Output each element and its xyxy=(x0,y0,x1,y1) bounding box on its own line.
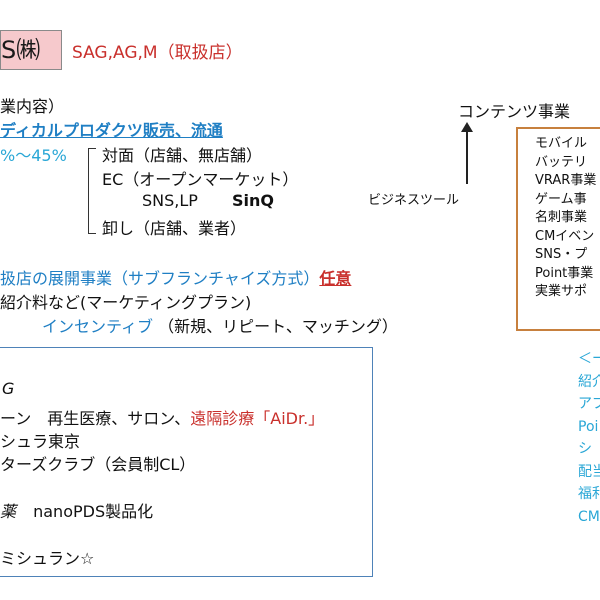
cyan-list: ＜ー 紹介 アプ Poi シ 配当 福利 CM xyxy=(578,348,600,528)
list-item: Poi xyxy=(578,418,599,435)
list-item: シ xyxy=(578,441,592,457)
services-line-4-prefix: 薬 xyxy=(0,502,17,521)
list-item: アプ xyxy=(578,396,600,412)
services-line-3: ターズクラブ（会員制CL） xyxy=(0,455,196,474)
services-line-4: 薬 nanoPDS製品化 xyxy=(0,498,153,522)
roles-text: SAG,AG,M（取扱店） xyxy=(72,43,243,63)
up-arrow-icon xyxy=(461,122,473,132)
list-item: CMイベン xyxy=(535,228,595,244)
list-item: CM xyxy=(578,508,600,525)
franchise-referral: 紹介料など(マーケティングプラン) xyxy=(0,293,252,312)
franchise-incentive: インセンティブ （新規、リピート、マッチング） xyxy=(42,313,398,337)
business-heading: 業内容） xyxy=(0,97,65,116)
franchise-title-text: 扱店の展開事業（サブフランチャイズ方式） xyxy=(0,269,320,288)
business-percent: %〜45% xyxy=(0,146,67,165)
arrow-shaft xyxy=(466,130,468,184)
channel-sns-label: SNS,LP xyxy=(142,191,198,210)
list-item: Point事業 xyxy=(535,265,594,281)
content-business-title: コンテンツ事業 xyxy=(458,102,571,121)
services-box xyxy=(0,347,373,577)
list-item: バッテリ xyxy=(535,154,588,170)
incentive-label: インセンティブ xyxy=(42,317,154,336)
franchise-optional: 任意 xyxy=(319,269,352,288)
list-item: モバイル xyxy=(535,136,588,151)
company-name-box: S㈱ xyxy=(0,30,62,70)
list-item: 紹介 xyxy=(578,373,600,390)
list-item: 福利 xyxy=(578,486,600,502)
services-line-1-prefix: ーン 再生医療、サロン、 xyxy=(0,409,191,428)
channel-bracket xyxy=(88,148,96,234)
business-tool-label: ビジネスツール xyxy=(368,193,460,208)
list-item: VRAR事業 xyxy=(535,173,597,188)
incentive-detail: （新規、リピート、マッチング） xyxy=(158,317,398,336)
list-item: 実業サポ xyxy=(535,284,588,299)
services-g-label: G xyxy=(2,379,15,398)
services-line-5: ミシュラン☆ xyxy=(0,549,95,568)
services-line-1-red: 遠隔診療「AiDr.」 xyxy=(190,409,325,428)
content-business-box xyxy=(516,127,600,331)
list-item: 配当 xyxy=(578,463,600,480)
list-item: ゲーム事 xyxy=(535,191,587,207)
channel-wholesale: 卸し（店舗、業者） xyxy=(102,219,247,238)
business-main-title: ディカルプロダクツ販売、流通 xyxy=(0,121,223,140)
list-item: ＜ー xyxy=(578,351,600,367)
franchise-title: 扱店の展開事業（サブフランチャイズ方式）任意 xyxy=(0,265,351,289)
list-item: 名刺事業 xyxy=(535,210,588,225)
channel-ec: EC（オープンマーケット） xyxy=(102,170,299,189)
channel-sns-brand: SinQ xyxy=(232,191,274,210)
services-line-2: シュラ東京 xyxy=(0,432,81,451)
services-line-1: ーン 再生医療、サロン、遠隔診療「AiDr.」 xyxy=(0,405,324,429)
services-line-4-rest: nanoPDS製品化 xyxy=(33,502,154,521)
channel-face-to-face: 対面（店舗、無店舗） xyxy=(102,146,263,165)
company-name: S㈱ xyxy=(1,36,41,64)
content-business-list: モバイル バッテリ VRAR事業 ゲーム事 名刺事業 CMイベン SNS・プ P… xyxy=(535,135,596,302)
list-item: SNS・プ xyxy=(535,247,588,262)
